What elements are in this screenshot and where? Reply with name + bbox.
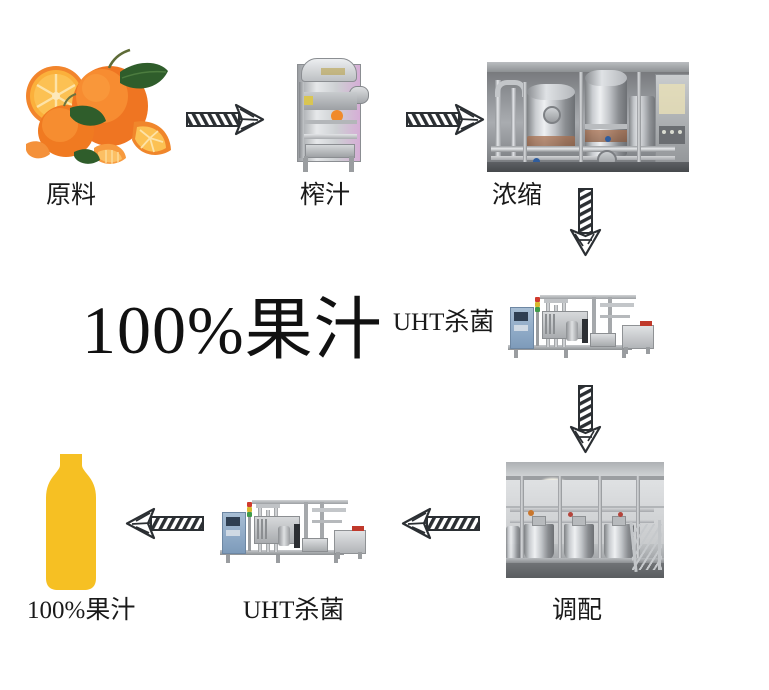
step-label-concentration: 浓缩 bbox=[492, 182, 543, 209]
arrow-uht1-to-blending bbox=[556, 383, 616, 460]
raw-material-image bbox=[14, 26, 174, 176]
diagram-title: 100%果汁 bbox=[82, 292, 383, 368]
arrow-concentration-to-uht1 bbox=[556, 186, 616, 263]
concentration-equipment-image bbox=[487, 62, 689, 172]
step-label-blending: 调配 bbox=[552, 597, 603, 624]
arrow-raw-to-juicing bbox=[184, 100, 268, 145]
uht-sterilizer-2-image bbox=[216, 492, 368, 566]
step-label-juicing: 榨汁 bbox=[300, 182, 351, 209]
uht-sterilizer-photo bbox=[504, 287, 656, 361]
arrow-juicing-to-concentration bbox=[404, 100, 488, 145]
arrow-uht2-to-product bbox=[124, 504, 208, 549]
step-label-final-product: 100%果汁 bbox=[27, 597, 136, 624]
uht-sterilizer-photo bbox=[216, 492, 368, 566]
arrow-blending-to-uht2 bbox=[400, 504, 484, 549]
uht-sterilizer-1-image bbox=[504, 287, 656, 361]
step-label-uht-1: UHT杀菌 bbox=[393, 309, 495, 336]
step-label-raw-material: 原料 bbox=[46, 182, 97, 209]
oranges-illustration bbox=[26, 48, 171, 164]
juice-bottle-icon bbox=[46, 454, 96, 590]
blending-tanks-photo bbox=[506, 462, 664, 578]
blending-equipment-image bbox=[506, 462, 664, 578]
juicer-machine-photo bbox=[291, 52, 369, 174]
evaporator-photo bbox=[487, 62, 689, 172]
juicing-machine-image bbox=[291, 52, 369, 174]
step-label-uht-2: UHT杀菌 bbox=[243, 597, 345, 624]
final-product-image bbox=[38, 452, 104, 594]
